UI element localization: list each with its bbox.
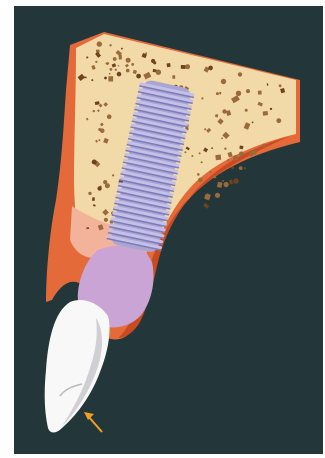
bone-particle	[239, 146, 243, 150]
bone-particle	[215, 155, 221, 161]
bone-particle	[245, 109, 248, 112]
bone-particle	[104, 218, 108, 222]
bone-particle	[239, 151, 244, 156]
bone-particle	[126, 69, 130, 73]
bone-particle	[224, 182, 229, 187]
bone-particle	[201, 161, 203, 163]
bone-particle	[238, 72, 242, 76]
bone-particle	[270, 108, 272, 110]
bone-particle	[97, 41, 102, 46]
bone-particle	[181, 65, 186, 69]
bone-particle	[156, 70, 161, 75]
bone-particle	[172, 75, 175, 78]
bone-particle	[244, 167, 246, 170]
bone-particle	[131, 63, 134, 66]
bone-particle	[198, 178, 203, 183]
bone-particle	[88, 192, 91, 195]
bone-particle	[263, 111, 269, 116]
bone-particle	[258, 91, 262, 95]
bone-particle	[216, 92, 219, 95]
bone-particle	[233, 155, 238, 160]
bone-particle	[236, 91, 241, 96]
bone-particle	[224, 148, 226, 150]
bone-particle	[93, 110, 95, 112]
bone-particle	[119, 55, 122, 60]
bone-particle	[97, 186, 101, 190]
bone-particle	[91, 79, 93, 81]
bone-particle	[184, 151, 186, 153]
bone-particle	[215, 193, 220, 198]
bone-particle	[251, 149, 256, 154]
bone-particle	[115, 69, 117, 71]
bone-particle	[208, 66, 213, 71]
bone-particle	[185, 64, 190, 69]
bone-particle	[262, 144, 266, 148]
bone-particle	[117, 72, 122, 77]
bone-particle	[209, 171, 211, 173]
bone-particle	[136, 74, 141, 79]
bone-particle	[153, 61, 156, 64]
bone-particle	[211, 147, 213, 149]
bone-particle	[201, 97, 203, 99]
bone-particle	[109, 44, 111, 46]
bone-particle	[92, 160, 97, 165]
bone-particle	[276, 118, 281, 123]
bone-particle	[92, 197, 95, 201]
bone-particle	[103, 180, 107, 184]
bone-particle	[86, 227, 89, 229]
bone-particle	[110, 68, 113, 71]
bone-particle	[107, 114, 112, 119]
bone-particle	[95, 61, 97, 63]
bone-particle	[239, 166, 243, 170]
bone-particle	[145, 52, 147, 54]
bone-particle	[197, 173, 200, 176]
bone-particle	[252, 122, 254, 124]
bone-particle	[98, 128, 101, 131]
bone-particle	[108, 76, 113, 81]
bone-particle	[221, 137, 223, 139]
bone-particle	[167, 63, 171, 67]
bone-particle	[246, 89, 250, 93]
bone-particle	[222, 180, 224, 182]
bone-particle	[191, 155, 193, 157]
bone-particle	[112, 174, 114, 176]
bone-particle	[113, 57, 117, 61]
bone-particle	[104, 77, 107, 80]
bone-particle	[233, 178, 238, 183]
bone-particle	[199, 152, 201, 154]
bone-particle	[279, 84, 282, 87]
bone-particle	[126, 58, 131, 63]
bone-particle	[219, 92, 221, 95]
bone-particle	[221, 79, 226, 84]
